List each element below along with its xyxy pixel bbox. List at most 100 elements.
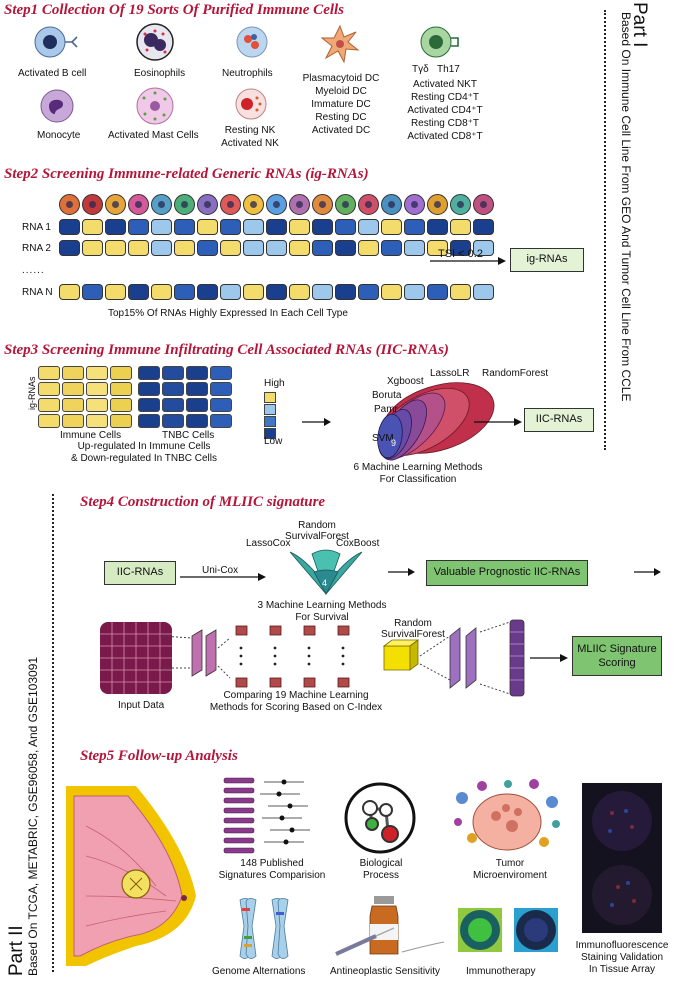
grid-cell	[38, 366, 60, 380]
mliic-score-line2: Scoring	[598, 657, 636, 669]
mliic-score-box: MLIIC Signature Scoring	[572, 636, 662, 676]
grid-cell	[162, 414, 184, 428]
grid-cell	[186, 398, 208, 412]
grid-cell	[86, 366, 108, 380]
rna-2-label: RNA 2	[22, 243, 51, 254]
cell-nucleus	[66, 201, 73, 208]
t-label-resting-cd4: Resting CD4⁺T	[410, 92, 480, 103]
expression-cell	[450, 284, 471, 300]
rna-n-row	[59, 284, 494, 300]
dendritic-cell-icon	[320, 24, 360, 64]
method-lassolr: LassoLR	[430, 368, 470, 379]
expression-cell	[151, 240, 172, 256]
mast-cell-label: Activated Mast Cells	[108, 130, 199, 141]
expression-cell	[174, 284, 195, 300]
expression-cell	[174, 240, 195, 256]
cell-type-circle	[105, 194, 126, 215]
method-xgboost: Xgboost	[387, 376, 424, 387]
grid-cell	[162, 398, 184, 412]
grid-cell	[138, 398, 160, 412]
step2-title: Step2 Screening Immune-related Generic R…	[4, 166, 369, 182]
immunofluorescence-image	[582, 783, 662, 933]
grid-cell	[210, 382, 232, 396]
cell-nucleus	[227, 201, 234, 208]
if-label-line3: In Tissue Array	[588, 964, 656, 975]
cell-nucleus	[480, 201, 487, 208]
nk-labels: Resting NK Activated NK	[214, 124, 286, 150]
expression-cell	[220, 284, 241, 300]
part2-divider	[52, 494, 54, 972]
cell-type-circle	[427, 194, 448, 215]
cell-type-circle	[266, 194, 287, 215]
cell-nucleus	[342, 201, 349, 208]
th17-label: Th17	[437, 64, 460, 75]
expression-cell	[59, 219, 80, 235]
input-data-label: Input Data	[118, 700, 165, 711]
cell-type-circle	[381, 194, 402, 215]
nk-cell-icon	[235, 88, 267, 120]
mliic-score-line1: MLIIC Signature	[577, 643, 657, 655]
t-cell-header: Tγδ Th17	[412, 64, 460, 75]
step3-arrow-1	[302, 418, 331, 426]
chromosome-icon	[239, 898, 289, 959]
grid-cell	[162, 366, 184, 380]
expression-cell	[151, 219, 172, 235]
neutrophil-label: Neutrophils	[222, 68, 273, 79]
step3-title: Step3 Screening Immune Infiltrating Cell…	[4, 342, 449, 358]
expression-cell	[289, 284, 310, 300]
if-label: Immunofluorescence Staining Validation I…	[568, 940, 676, 976]
tsi-threshold: TSI < 0.2	[438, 248, 483, 260]
dc-label-resting: Resting DC	[315, 112, 367, 123]
grid-cell	[86, 382, 108, 396]
step3-desc-line1: Up-regulated In Immune Cells	[77, 441, 211, 452]
drug-vial-icon	[335, 896, 445, 956]
cell-nucleus	[158, 201, 165, 208]
drug-sensitivity-label: Antineoplastic Sensitivity	[330, 966, 441, 977]
expression-cell	[358, 240, 379, 256]
cell-type-circle	[128, 194, 149, 215]
expression-cell	[450, 219, 471, 235]
dc-label-immature: Immature DC	[311, 99, 371, 110]
survival-caption: 3 Machine Learning Methods For Survival	[242, 600, 402, 624]
grid-cell	[210, 398, 232, 412]
grid-cell	[138, 366, 160, 380]
step4-iic-rnas-box: IIC-RNAs	[104, 561, 176, 585]
surv-method-rsf-line1: Random	[298, 520, 336, 531]
neutrophil-icon	[236, 26, 268, 58]
t-label-activated-cd8: Activated CD8⁺T	[407, 131, 483, 142]
expression-cell	[243, 284, 264, 300]
expression-cell	[128, 284, 149, 300]
expression-cell	[197, 240, 218, 256]
signature-comparison-icon	[223, 777, 310, 854]
cell-nucleus	[181, 201, 188, 208]
signatures-label-line2: Signatures Comparision	[218, 870, 326, 881]
legend-swatch-2	[264, 404, 276, 415]
nk-label-resting: Resting NK	[224, 125, 276, 136]
classification-petals	[377, 382, 495, 461]
dc-labels: Plasmacytoid DC Myeloid DC Immature DC R…	[286, 72, 396, 137]
classification-overlap-count: 9	[391, 438, 397, 448]
method-randomforest: RandomForest	[482, 368, 549, 379]
step3-description: Up-regulated In Immune Cells & Down-regu…	[54, 441, 234, 465]
expression-cell	[450, 240, 471, 256]
cell-nucleus	[250, 201, 257, 208]
method-pamr: Pamr	[374, 404, 398, 415]
ig-rnas-axis-label: ig-RNAs	[27, 376, 37, 410]
breast-anatomy-icon	[66, 786, 196, 966]
expression-legend	[264, 392, 276, 439]
classification-caption-line1: 6 Machine Learning Methods	[353, 462, 483, 473]
mast-cell-icon	[136, 87, 174, 125]
rna-1-row	[59, 219, 494, 235]
cell-nucleus	[388, 201, 395, 208]
step4-arrow-1	[180, 573, 266, 581]
tgd-label: Tγδ	[412, 64, 429, 75]
b-cell-label: Activated B cell	[18, 68, 87, 79]
compare-caption-line1: Comparing 19 Machine Learning	[223, 690, 369, 701]
expression-cell	[105, 240, 126, 256]
step4-arrow-3	[634, 568, 661, 576]
survival-overlap-count: 4	[322, 578, 328, 588]
cell-type-circle	[197, 194, 218, 215]
classification-caption: 6 Machine Learning Methods For Classific…	[352, 462, 484, 486]
tumor-microenvironment-icon	[454, 779, 560, 851]
cell-type-circle	[358, 194, 379, 215]
